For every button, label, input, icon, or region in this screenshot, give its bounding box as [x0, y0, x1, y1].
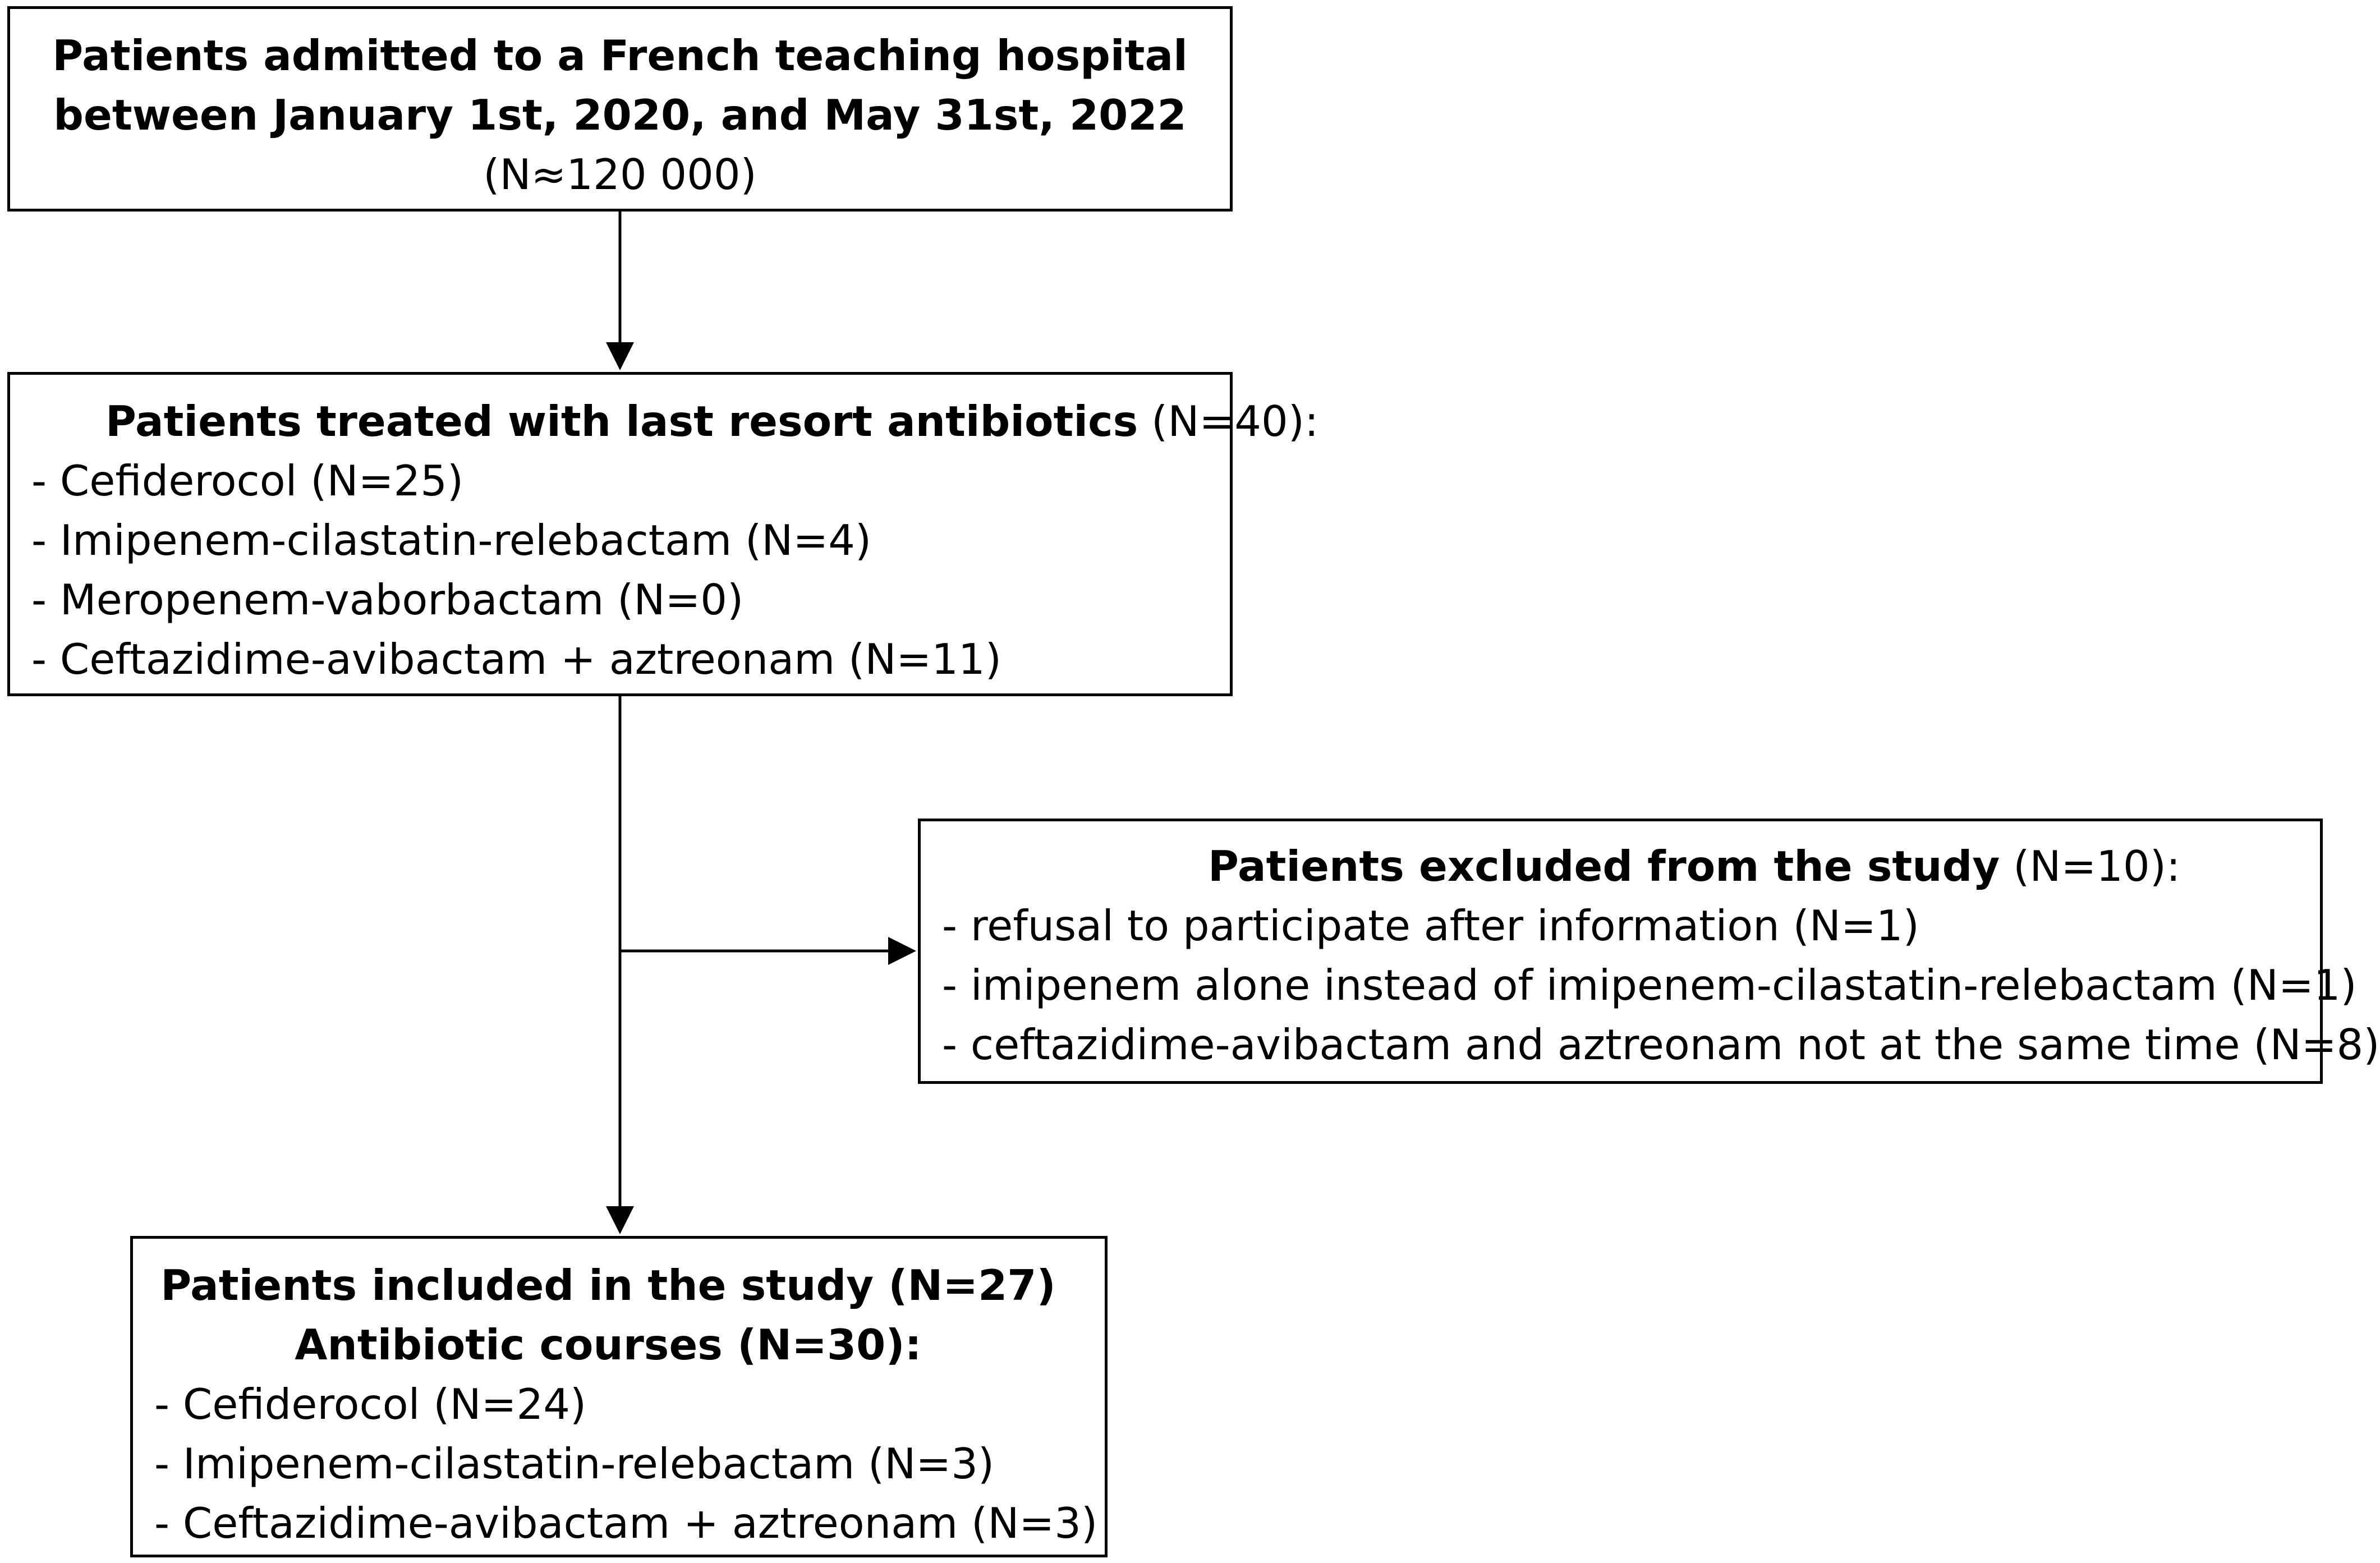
excluded-list: - refusal to participate after informati…	[921, 896, 2380, 1074]
list-item: - imipenem alone instead of imipenem-cil…	[942, 960, 2357, 1010]
treated-title-count: (N=40):	[1138, 397, 1319, 446]
admitted-count: (N≈120 000)	[483, 150, 757, 199]
included-list: - Cefiderocol (N=24) - Imipenem-cilastat…	[133, 1374, 1105, 1553]
included-title-line2: Antibiotic courses (N=30):	[295, 1320, 922, 1369]
list-item: - Ceftazidime-avibactam + aztreonam (N=3…	[154, 1498, 1098, 1548]
treated-list: - Cefiderocol (N=25) - Imipenem-cilastat…	[10, 451, 1230, 689]
list-item: - Imipenem-cilastatin-relebactam (N=4)	[31, 516, 872, 565]
list-item: - Imipenem-cilastatin-relebactam (N=3)	[154, 1439, 995, 1488]
list-item: - Meropenem-vaborbactam (N=0)	[31, 575, 744, 624]
admitted-patients-box: Patients admitted to a French teaching h…	[7, 6, 1233, 212]
excluded-title-count: (N=10):	[2000, 842, 2181, 891]
treated-title: Patients treated with last resort antibi…	[10, 392, 1318, 451]
included-title-line1: Patients included in the study (N=27)	[160, 1261, 1056, 1310]
excluded-title-bold: Patients excluded from the study	[1208, 842, 2000, 891]
included-titles: Patients included in the study (N=27) An…	[112, 1256, 1105, 1374]
list-item: - ceftazidime-avibactam and aztreonam no…	[942, 1020, 2380, 1069]
admitted-title-line1: Patients admitted to a French teaching h…	[52, 31, 1188, 80]
excluded-patients-box: Patients excluded from the study (N=10):…	[918, 819, 2380, 1084]
excluded-title: Patients excluded from the study (N=10):	[921, 836, 2320, 896]
treated-patients-box: Patients treated with last resort antibi…	[7, 372, 1318, 696]
included-patients-box: Patients included in the study (N=27) An…	[130, 1236, 1108, 1557]
list-item: - Ceftazidime-avibactam + aztreonam (N=1…	[31, 635, 1001, 684]
flow-connectors	[606, 212, 916, 1234]
admitted-title-line2: between January 1st, 2020, and May 31st,…	[53, 90, 1187, 140]
list-item: - Cefiderocol (N=24)	[154, 1380, 587, 1429]
list-item: - refusal to participate after informati…	[942, 901, 1919, 950]
treated-title-bold: Patients treated with last resort antibi…	[105, 397, 1138, 446]
list-item: - Cefiderocol (N=25)	[31, 456, 464, 505]
